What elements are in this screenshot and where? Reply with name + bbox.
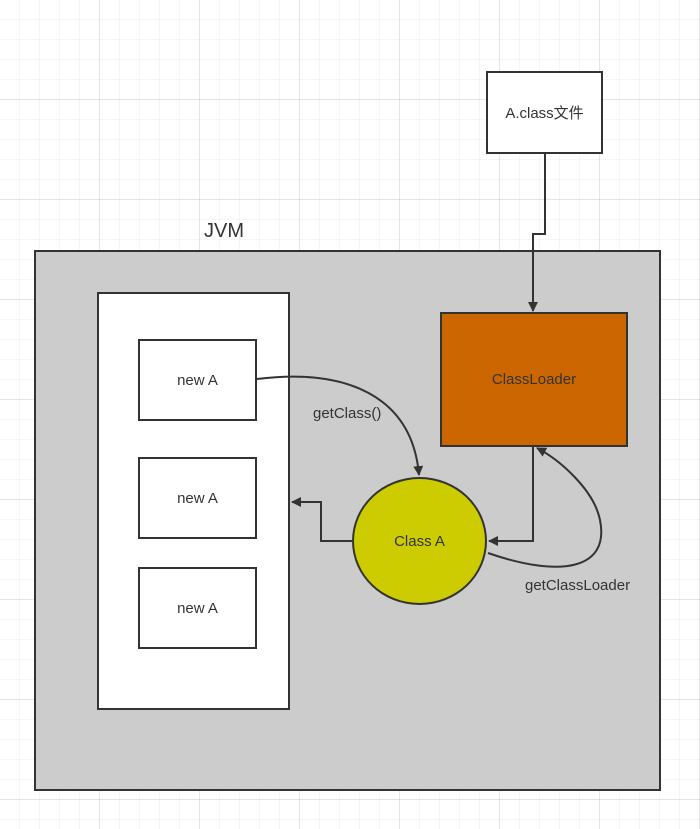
class-a-label: Class A [394,532,445,550]
jvm-title: JVM [204,220,244,242]
class-file-label: A.class文件 [505,105,584,122]
instance-label-1: new A [177,371,218,389]
instance-label-3: new A [177,599,218,617]
class-loader-label: ClassLoader [491,371,577,388]
class-file-box: A.class文件 [486,71,603,154]
instance-box-1: new A [138,339,257,421]
instance-box-3: new A [138,567,257,649]
class-a-node: Class A [352,477,487,605]
class-loader-box: ClassLoader [440,312,628,447]
instance-box-2: new A [138,457,257,539]
get-class-loader-label: getClassLoader [525,577,631,594]
get-class-label: getClass() [313,405,382,422]
instance-label-2: new A [177,489,218,507]
